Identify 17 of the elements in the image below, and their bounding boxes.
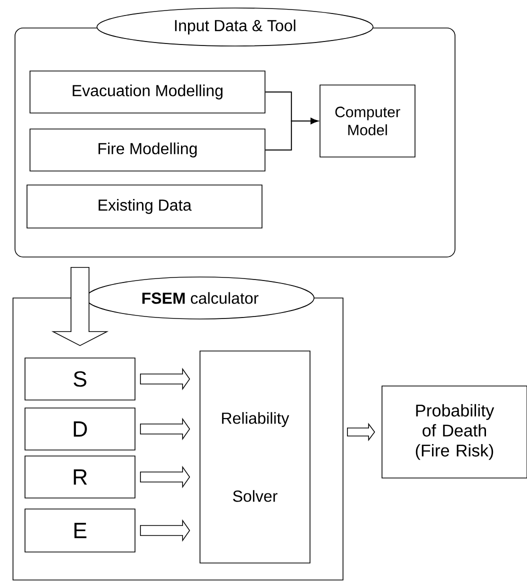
process-box: S (24, 358, 136, 400)
process-box: E (24, 508, 136, 552)
process-box: Fire Modelling (30, 128, 266, 172)
solver-box: Reliability Solver (200, 350, 310, 564)
block-arrow (347, 422, 376, 442)
process-box: Evacuation Modelling (30, 70, 266, 114)
block-arrow (140, 466, 190, 488)
block-arrow (51, 267, 109, 346)
block-arrow (140, 519, 190, 542)
process-box: Computer Model (320, 84, 416, 158)
process-box: Existing Data (26, 184, 262, 228)
arrow (264, 118, 318, 150)
block-arrow (140, 368, 190, 390)
process-box: R (24, 456, 136, 498)
process-box: D (24, 408, 136, 450)
block-arrow (140, 418, 190, 440)
process-box: Probability of Death (Fire Risk) (382, 386, 527, 478)
